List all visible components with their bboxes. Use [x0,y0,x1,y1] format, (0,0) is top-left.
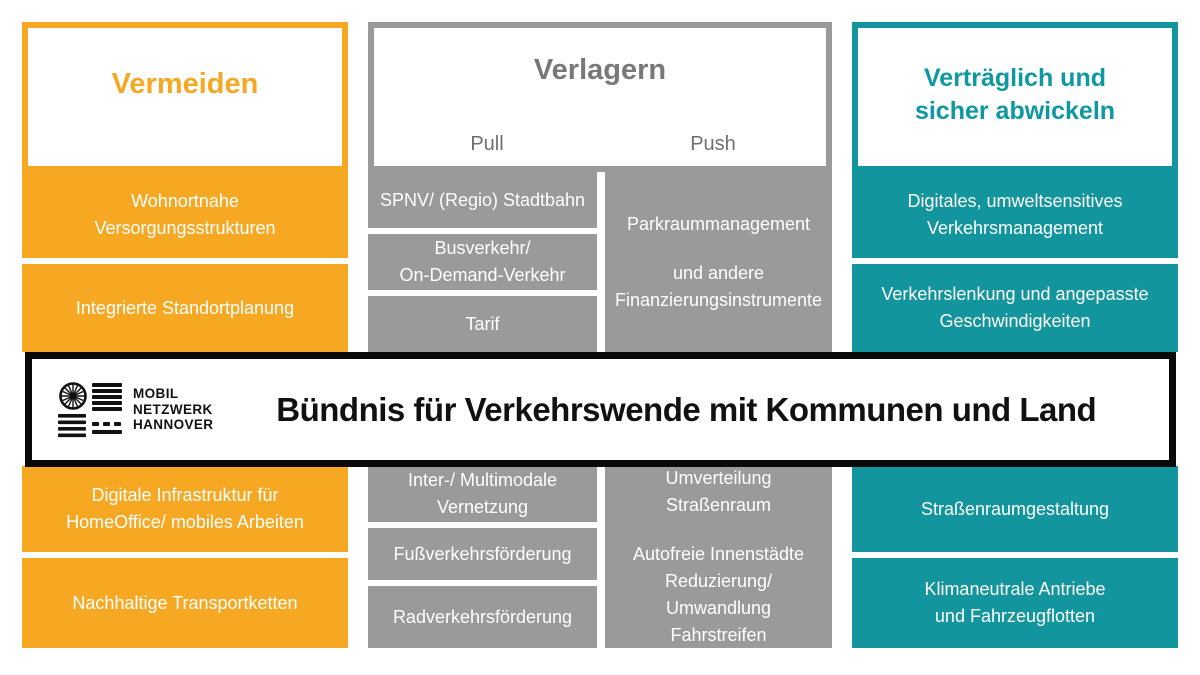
cell-inter-multimodale-vernetzung: Inter-/ Multimodale Vernetzung [368,466,597,522]
cell-wohnortnahe-versorgungsstrukturen: Wohnortnahe Versorgungsstrukturen [22,172,348,258]
mobil-netzwerk-hannover-logo: MOBIL NETZWERK HANNOVER [58,381,213,438]
vermeiden-title: Vermeiden [111,68,259,100]
cell-fussverkehrsfoerderung: Fußverkehrsförderung [368,528,597,580]
push-label: Push [690,133,736,155]
vertraeglich-title-box: Verträglich und sicher abwickeln [852,22,1178,172]
banner: MOBIL NETZWERK HANNOVER Bündnis für Verk… [25,352,1176,467]
cell-strassenraumgestaltung: Straßenraumgestaltung [852,466,1178,552]
logo-line-mobil: MOBIL [133,386,179,402]
cell-radverkehrsfoerderung: Radverkehrsförderung [368,586,597,648]
cell-busverkehr-on-demand: Busverkehr/ On-Demand-Verkehr [368,234,597,290]
pull-push-header-row: Pull Push [374,133,826,166]
pull-label: Pull [470,133,504,155]
cell-klimaneutrale-antriebe: Klimaneutrale Antriebe und Fahrzeugflott… [852,558,1178,648]
push-top-line-2: und andere Finanzierungsinstrumente [614,262,823,310]
cell-digitale-infrastruktur: Digitale Infrastruktur für HomeOffice/ m… [22,466,348,552]
push-top-line-1: Parkraummanagement [626,213,811,234]
push-bottom-line-1: Umverteilung Straßenraum [665,468,772,515]
vermeiden-title-box: Vermeiden [22,22,348,172]
cell-tarif: Tarif [368,296,597,352]
cell-integrierte-standortplanung: Integrierte Standortplanung [22,264,348,352]
vertraeglich-title: Verträglich und sicher abwickeln [914,64,1116,125]
cell-umverteilung-strassenraum: Umverteilung Straßenraum Autofreie Innen… [605,466,832,648]
verlagern-title-box: Verlagern Pull Push [368,22,832,172]
cell-nachhaltige-transportketten: Nachhaltige Transportketten [22,558,348,648]
logo-line-hannover: HANNOVER [133,417,214,433]
verlagern-title: Verlagern [533,54,667,86]
push-bottom-line-2: Autofreie Innenstädte Reduzierung/ Umwan… [632,544,805,645]
cell-spnv-regio-stadtbahn: SPNV/ (Regio) Stadtbahn [368,172,597,228]
cell-parkraummanagement: Parkraummanagement und andere Finanzieru… [605,172,832,352]
cell-verkehrslenkung: Verkehrslenkung und angepasste Geschwind… [852,264,1178,352]
cell-digitales-verkehrsmanagement: Digitales, umweltsensitives Verkehrsmana… [852,172,1178,258]
mobility-network-icon [58,381,122,437]
banner-title: Bündnis für Verkehrswende mit Kommunen u… [276,390,1097,428]
logo-line-netzwerk: NETZWERK [133,401,213,417]
logo-wordmark: MOBIL NETZWERK HANNOVER [133,386,213,433]
